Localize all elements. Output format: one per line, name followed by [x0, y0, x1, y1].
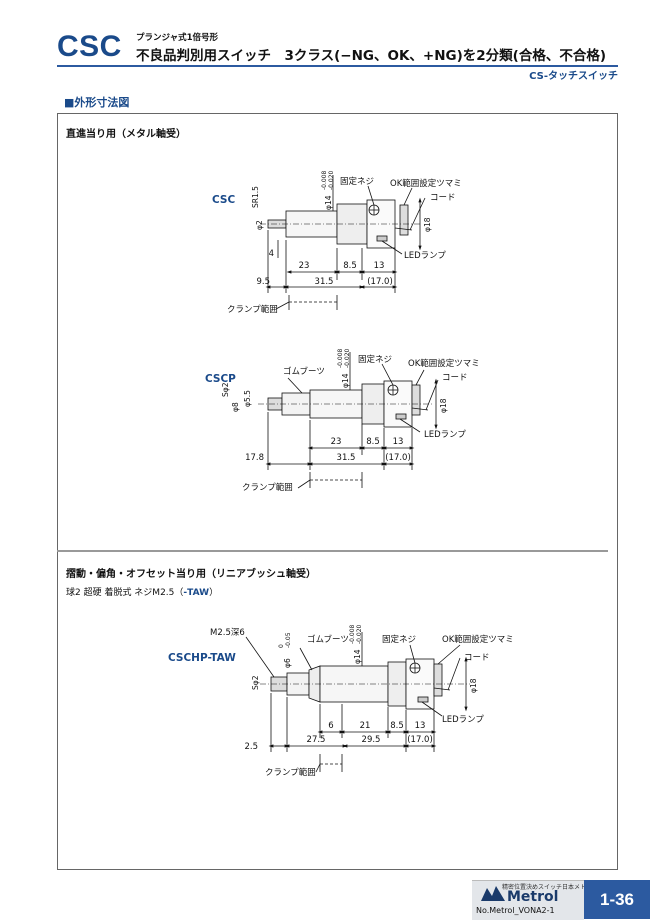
- page-number: 1-36: [584, 880, 650, 919]
- taw-d14: φ14: [353, 649, 362, 664]
- taw-tip-s: Sφ2: [251, 675, 260, 690]
- note-suffix: ）: [209, 588, 219, 598]
- cscp-dim-u2: 8.5: [366, 437, 380, 447]
- taw-rubber-boot: ゴムブーツ: [307, 634, 349, 645]
- csc-dim-l2: 31.5: [315, 277, 334, 287]
- taw-dim-u3: 8.5: [390, 721, 404, 731]
- csc-cord: コード: [430, 193, 456, 203]
- drawing-cscp: [258, 352, 439, 489]
- taw-ok-knob: OK範囲設定ツマミ: [442, 634, 514, 645]
- metrol-logo-icon: [481, 886, 505, 901]
- cscp-tol-up: -0.008: [337, 348, 344, 368]
- drawing-csc-labels: 固定ネジ OK範囲設定ツマミ コード LEDランプ クランプ範囲 23 8.5 …: [227, 170, 462, 315]
- taw-tol-up: -0.008: [349, 624, 356, 644]
- csc-dim-4: 4: [269, 249, 274, 259]
- drawing-cschp-taw: [245, 632, 470, 773]
- drawing-csc: [260, 175, 426, 310]
- slide-block-note: 球2 超硬 着脱式 ネジM2.5（-TAW）: [66, 585, 218, 598]
- cscp-dim-l3: (17.0): [385, 453, 411, 463]
- taw-fix-screw: 固定ネジ: [382, 634, 416, 645]
- cscp-led: LEDランプ: [424, 430, 466, 440]
- cscp-dim-l1: 17.8: [245, 453, 264, 463]
- drawing-cscp-labels: ゴムブーツ 固定ネジ OK範囲設定ツマミ コード LEDランプ クランプ範囲 2…: [221, 348, 480, 493]
- cscp-d18: φ18: [439, 398, 448, 413]
- cscp-dim-l2: 31.5: [337, 453, 356, 463]
- taw-d6: φ6: [283, 658, 292, 668]
- taw-dim-l1: 2.5: [244, 742, 258, 752]
- cscp-tip-s: Sφ2: [221, 382, 230, 397]
- taw-dim-l4: (17.0): [407, 735, 433, 745]
- csc-dim-u3: 13: [374, 261, 385, 271]
- block-divider: [57, 550, 608, 552]
- note-code: -TAW: [183, 588, 210, 598]
- csc-dim-u2: 8.5: [343, 261, 357, 271]
- taw-tol2-up: 0: [278, 644, 285, 648]
- note-prefix: 球2 超硬 着脱式 ネジM2.5（: [66, 588, 184, 598]
- csc-d14: φ14: [324, 195, 333, 210]
- taw-dim-u2: 21: [360, 721, 371, 731]
- csc-tip-d: φ2: [255, 220, 264, 230]
- csc-tol-up: -0.008: [321, 170, 328, 190]
- taw-led: LEDランプ: [442, 715, 484, 725]
- subtitle-main: 不良品判別用スイッチ 3クラス(−NG、OK、+NG)を2分類(合格、不合格): [136, 48, 607, 64]
- cscp-d14: φ14: [341, 373, 350, 388]
- model-label-cschp-taw: CSCHP-TAW: [168, 652, 236, 664]
- taw-tol2-lo: -0.05: [285, 632, 292, 648]
- taw-m25: M2.5深6: [210, 628, 245, 638]
- csc-dim-u1: 23: [299, 261, 310, 271]
- csc-dim-l3: (17.0): [367, 277, 393, 287]
- drawing-panel: [57, 113, 618, 870]
- cscp-tip-d55: φ5.5: [243, 390, 252, 407]
- taw-dim-l2: 27.5: [307, 735, 326, 745]
- slide-block-title: 摺動・偏角・オフセット当り用（リニアブッシュ軸受）: [66, 569, 316, 580]
- model-label-cscp: CSCP: [205, 373, 236, 385]
- subtitle-small: プランジャ式1倍号形: [136, 33, 218, 43]
- doc-number: No.Metrol_VONA2-1: [476, 906, 555, 915]
- csc-led: LEDランプ: [404, 251, 446, 261]
- taw-dim-u4: 13: [415, 721, 426, 731]
- category-label: CS-タッチスイッチ: [529, 71, 618, 82]
- csc-d18: φ18: [423, 217, 432, 232]
- model-title: CSC: [57, 30, 122, 63]
- cscp-tol-lo: -0.020: [344, 348, 351, 368]
- csc-clamp: クランプ範囲: [227, 304, 278, 315]
- logo-tagline: 精密位置決めスイッチ日本メトロール: [502, 884, 605, 891]
- csc-tol-lo: -0.020: [328, 170, 335, 190]
- cscp-dim-u3: 13: [393, 437, 404, 447]
- drawing-cschp-taw-labels: M2.5深6 ゴムブーツ 固定ネジ OK範囲設定ツマミ コード LEDランプ ク…: [210, 624, 514, 778]
- cscp-tip-d8: φ8: [231, 402, 240, 412]
- model-label-csc: CSC: [212, 194, 236, 206]
- logo-text: Metrol: [507, 889, 559, 905]
- taw-dim-u1: 6: [328, 721, 333, 731]
- taw-dim-l3: 29.5: [362, 735, 381, 745]
- taw-cord: コード: [464, 653, 490, 663]
- taw-clamp: クランプ範囲: [265, 767, 316, 778]
- cscp-clamp: クランプ範囲: [242, 482, 293, 493]
- header-rule: [57, 65, 618, 67]
- section-title: ■外形寸法図: [64, 96, 130, 109]
- cscp-dim-u1: 23: [331, 437, 342, 447]
- csc-dim-l1: 9.5: [256, 277, 270, 287]
- cscp-rubber-boot: ゴムブーツ: [283, 366, 325, 377]
- taw-d18: φ18: [469, 678, 478, 693]
- taw-tol-lo: -0.020: [356, 624, 363, 644]
- csc-tip-sr: SR1.5: [251, 186, 260, 208]
- cscp-cord: コード: [442, 373, 468, 383]
- csc-ok-knob: OK範囲設定ツマミ: [390, 178, 462, 189]
- cscp-fix-screw: 固定ネジ: [358, 354, 392, 365]
- cscp-ok-knob: OK範囲設定ツマミ: [408, 358, 480, 369]
- csc-fix-screw: 固定ネジ: [340, 176, 374, 187]
- straight-block-title: 直進当り用（メタル軸受）: [66, 129, 186, 140]
